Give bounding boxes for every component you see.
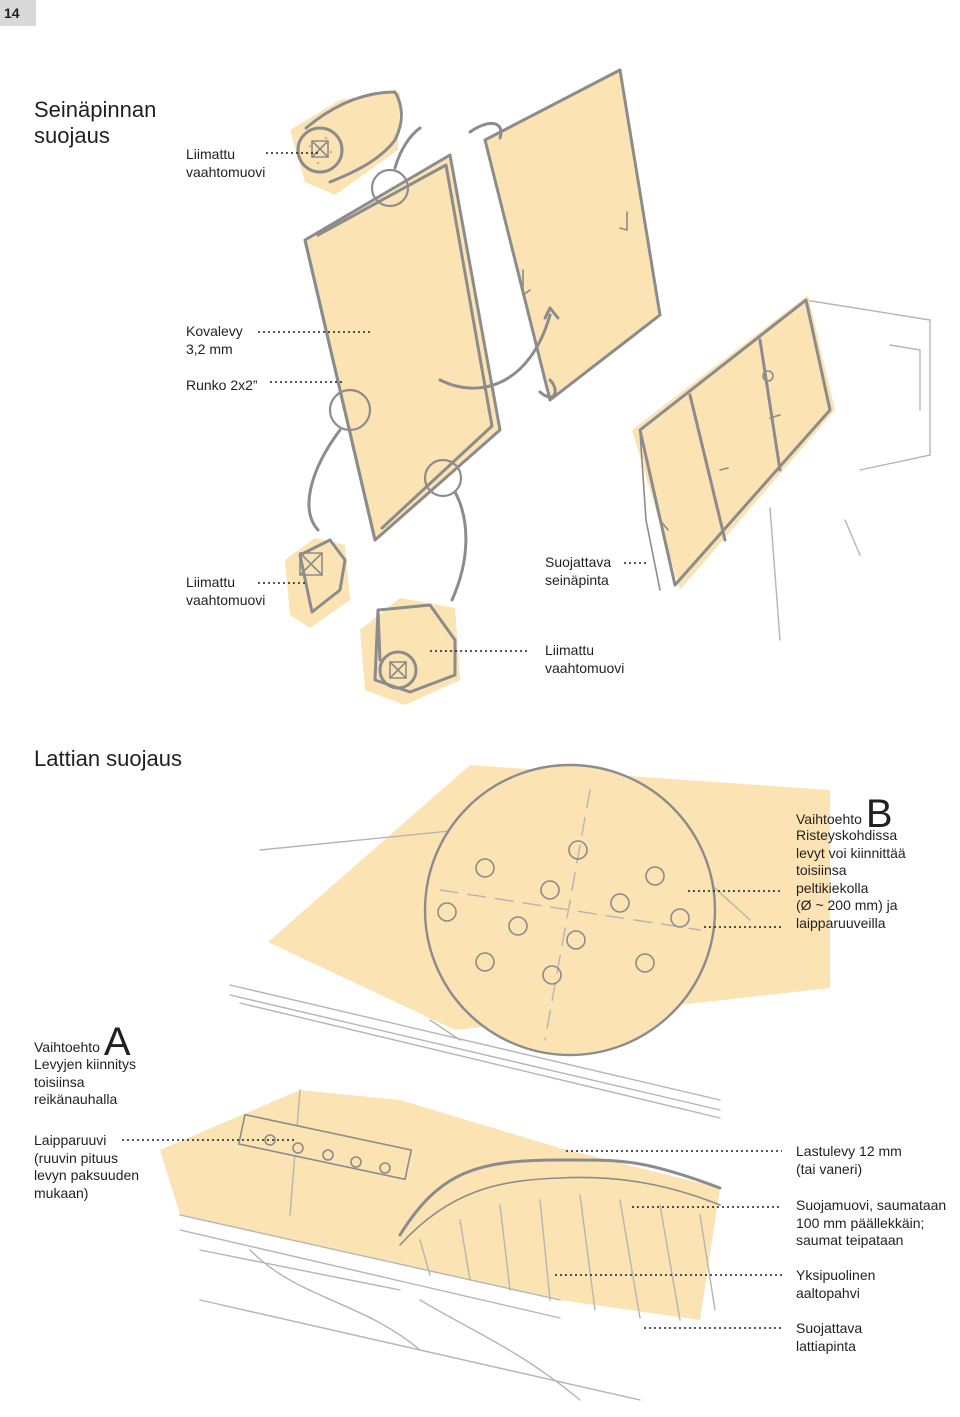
foam-bottom-label: Liimattu vaahtomuovi xyxy=(545,642,625,676)
floor-surface-label: Suojattava lattiapinta xyxy=(796,1320,863,1354)
option-b-text: Risteyskohdissa levyt voi kiinnittää toi… xyxy=(796,827,906,931)
wall-surface-label: Suojattava seinäpinta xyxy=(545,554,612,588)
flange-screw-label: Laipparuuvi (ruuvin pituus levyn paksuud… xyxy=(34,1132,140,1201)
foam-roll-top-illustration xyxy=(290,90,403,195)
option-b-word: Vaihtoehto xyxy=(796,810,862,827)
chipboard-label: Lastulevy 12 mm (tai vaneri) xyxy=(796,1143,902,1177)
back-panel-illustration xyxy=(438,68,662,402)
option-a-letter: A xyxy=(103,1019,131,1064)
floor-boards-illustration xyxy=(229,763,830,1119)
frame-panel-illustration xyxy=(303,126,502,602)
option-a-text: Levyjen kiinnitys toisiinsa reikänauhall… xyxy=(34,1056,136,1107)
corrugated-cardboard-label: Yksipuolinen aaltopahvi xyxy=(796,1267,876,1301)
foam-left-label: Liimattu vaahtomuovi xyxy=(186,574,266,608)
wall-protection-heading: Seinäpinnan suojaus xyxy=(34,97,157,148)
frame-label: Runko 2x2” xyxy=(186,377,258,393)
page-number: 14 xyxy=(0,0,36,26)
floor-layers-illustration xyxy=(160,1089,722,1401)
protective-film-label: Suojamuovi, saumataan 100 mm päällekkäin… xyxy=(796,1197,947,1248)
foam-top-label: Liimattu vaahtomuovi xyxy=(186,146,266,180)
foam-piece-bottom-illustration xyxy=(360,598,460,705)
option-a-word: Vaihtoehto xyxy=(34,1038,100,1055)
option-b-letter: B xyxy=(865,791,893,836)
foam-piece-left-illustration xyxy=(285,538,350,628)
hardboard-label: Kovalevy 3,2 mm xyxy=(186,323,243,357)
wall-surface-illustration xyxy=(632,295,931,641)
floor-protection-heading: Lattian suojaus xyxy=(34,746,182,771)
leader-lines xyxy=(122,152,782,1329)
